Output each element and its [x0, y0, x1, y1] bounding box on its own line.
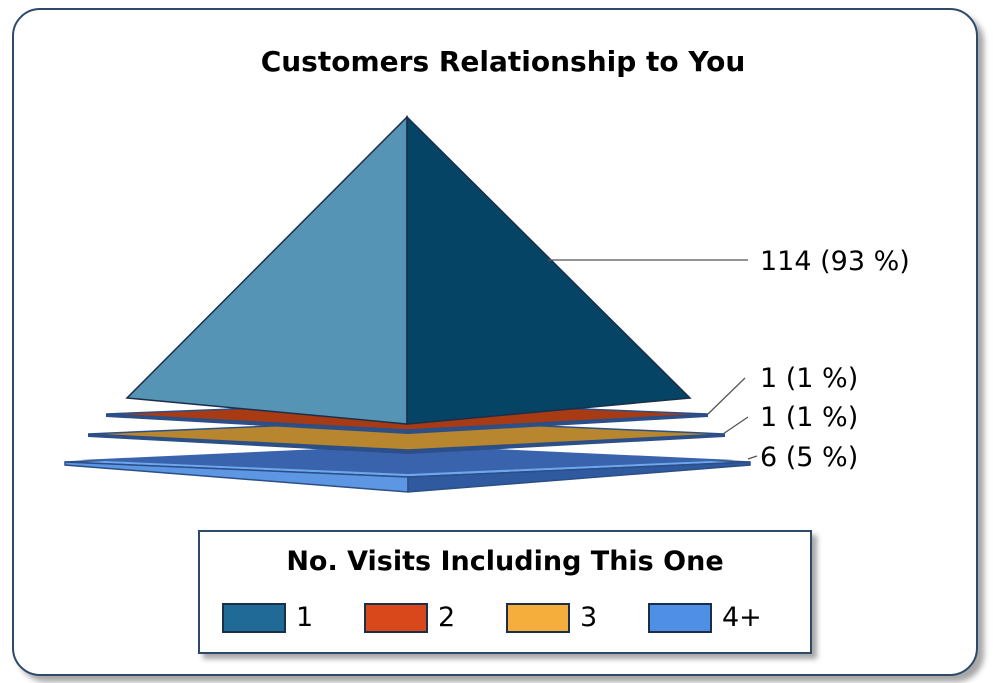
data-label-1: 114 (93 %)	[760, 246, 910, 277]
legend-item-1: 1	[222, 602, 364, 633]
data-label-2: 1 (1 %)	[760, 363, 858, 394]
legend-label-3: 3	[580, 602, 598, 633]
legend-item-4: 4+	[648, 602, 790, 633]
legend-swatch-3	[506, 602, 570, 633]
leader-line-4	[747, 455, 758, 460]
legend-items: 1 2 3 4+	[222, 602, 790, 633]
legend-title: No. Visits Including This One	[286, 546, 724, 577]
data-label-3: 1 (1 %)	[760, 402, 858, 433]
legend-label-2: 2	[438, 602, 456, 633]
slab-3-bottom-edge	[88, 434, 725, 454]
slab-4plus-inner	[80, 445, 735, 474]
legend-item-2: 2	[364, 602, 506, 633]
data-label-4: 6 (5 %)	[760, 442, 858, 473]
legend-swatch-2	[364, 602, 428, 633]
legend-item-3: 3	[506, 602, 648, 633]
legend-swatch-1	[222, 602, 286, 633]
legend-swatch-4	[648, 602, 712, 633]
slab-2-bottom-edge	[106, 414, 708, 434]
legend-label-1: 1	[296, 602, 314, 633]
pyramid-face-left	[125, 115, 408, 425]
leader-line-3	[722, 416, 749, 435]
legend: No. Visits Including This One 1 2 3 4+	[198, 530, 812, 654]
chart-title: Customers Relationship to You	[260, 45, 746, 78]
legend-label-4: 4+	[722, 602, 762, 633]
pyramid-face-right	[406, 115, 692, 425]
leader-line-2	[707, 377, 746, 415]
slab-4plus-front-right	[407, 461, 751, 493]
